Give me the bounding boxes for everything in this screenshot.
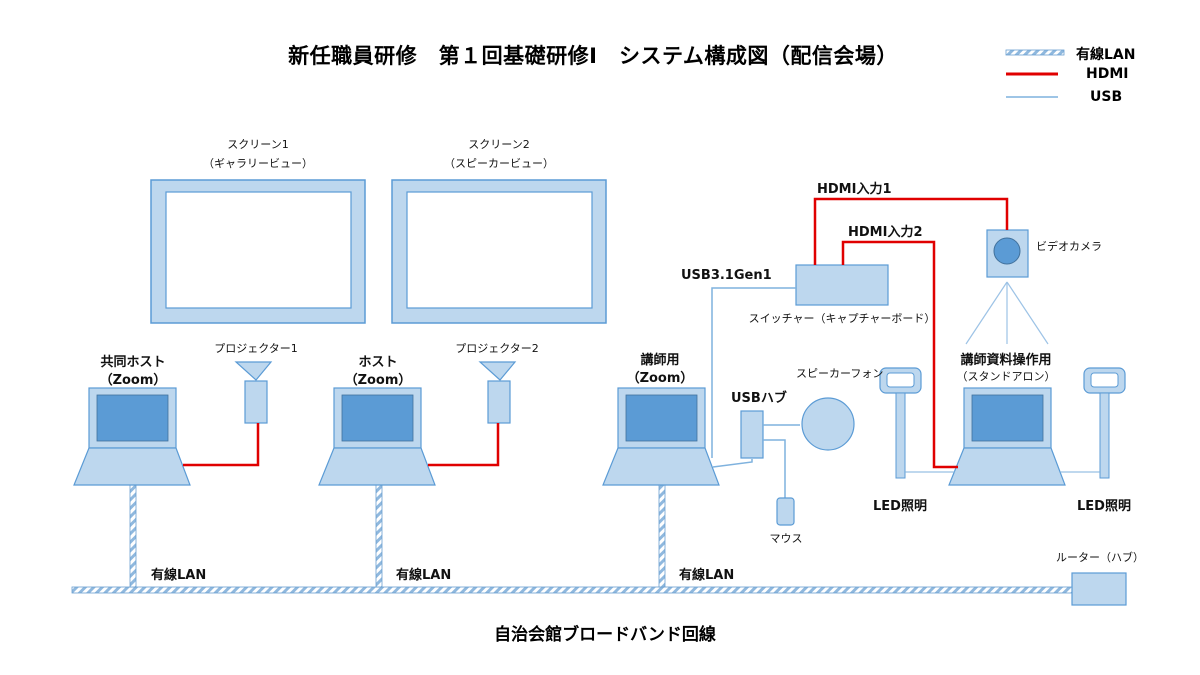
usb-hub-mouse xyxy=(763,439,786,498)
router xyxy=(1071,572,1127,606)
screen-1 xyxy=(150,179,366,324)
laptop-host xyxy=(318,387,436,486)
standalone-label-line1: 講師資料操作用 xyxy=(960,353,1052,368)
legend-usb-label: USB xyxy=(1090,89,1123,105)
speakerphone-label: スピーカーフォン xyxy=(796,367,884,380)
led1-label: LED照明 xyxy=(873,499,927,514)
cohost-label-line2: （Zoom） xyxy=(99,373,167,388)
laptop-cohost xyxy=(73,387,191,486)
screen2-label-line1: スクリーン2 xyxy=(468,138,530,151)
diagram-title: 新任職員研修 第１回基礎研修Ⅰ システム構成図（配信会場） xyxy=(288,44,898,68)
usb-instructor-switcher xyxy=(711,287,796,458)
legend-hdmi-label: HDMI xyxy=(1086,66,1129,82)
hdmi-camera-switcher xyxy=(813,197,1009,265)
lan-drop-host xyxy=(375,484,383,588)
standalone-label-line2: （スタンドアロン） xyxy=(956,370,1056,383)
switcher-label: スイッチャー（キャプチャーボード） xyxy=(748,312,936,325)
screen2-label-line2: （スピーカービュー） xyxy=(444,157,554,170)
instructor-label-line1: 講師用 xyxy=(640,353,680,368)
usb-instructor-hub xyxy=(712,459,753,468)
screen1-label-line2: （ギャラリービュー） xyxy=(203,157,313,170)
switcher xyxy=(795,264,889,306)
instructor-label-line2: （Zoom） xyxy=(626,371,694,386)
lan-label-2: 有線LAN xyxy=(396,568,452,583)
led2-label: LED照明 xyxy=(1077,499,1131,514)
mouse xyxy=(776,497,795,526)
hdmi-in1-label: HDMI入力1 xyxy=(817,182,892,197)
host-label-line1: ホスト xyxy=(358,355,398,370)
projector1-label: プロジェクター1 xyxy=(214,342,298,355)
lan-backbone xyxy=(71,586,1073,594)
lan-label-3: 有線LAN xyxy=(679,568,735,583)
lan-label-1: 有線LAN xyxy=(151,568,207,583)
broadband-line-label: 自治会館ブロードバンド回線 xyxy=(494,625,716,645)
laptop-standalone xyxy=(948,387,1066,486)
usb-hub xyxy=(740,410,764,459)
legend-lan-label: 有線LAN xyxy=(1076,47,1136,63)
video-camera-label: ビデオカメラ xyxy=(1036,240,1102,253)
mouse-label: マウス xyxy=(769,532,803,545)
screen-2 xyxy=(391,179,607,324)
hdmi-host-projector2 xyxy=(428,423,500,467)
led-light-1 xyxy=(879,367,955,479)
projector2-label: プロジェクター2 xyxy=(455,342,539,355)
laptop-instructor xyxy=(602,387,720,486)
usb-hub-label: USBハブ xyxy=(731,391,787,406)
hdmi-cohost-projector1 xyxy=(183,423,260,467)
speakerphone xyxy=(801,397,855,451)
host-label-line2: （Zoom） xyxy=(344,373,412,388)
led-light-2 xyxy=(1060,367,1126,479)
router-label: ルーター（ハブ） xyxy=(1056,551,1144,564)
projector-1 xyxy=(234,361,273,424)
hdmi-in2-label: HDMI入力2 xyxy=(848,225,923,240)
hdmi-standalone-switcher xyxy=(841,240,958,469)
cohost-label-line1: 共同ホスト xyxy=(100,355,166,370)
screen1-label-line1: スクリーン1 xyxy=(227,138,289,151)
lan-drop-cohost xyxy=(129,484,137,588)
legend-lan-swatch xyxy=(1005,49,1065,56)
usb31-label: USB3.1Gen1 xyxy=(681,268,772,283)
video-camera xyxy=(965,229,1049,345)
projector-2 xyxy=(478,361,517,424)
lan-drop-instructor xyxy=(658,484,666,588)
